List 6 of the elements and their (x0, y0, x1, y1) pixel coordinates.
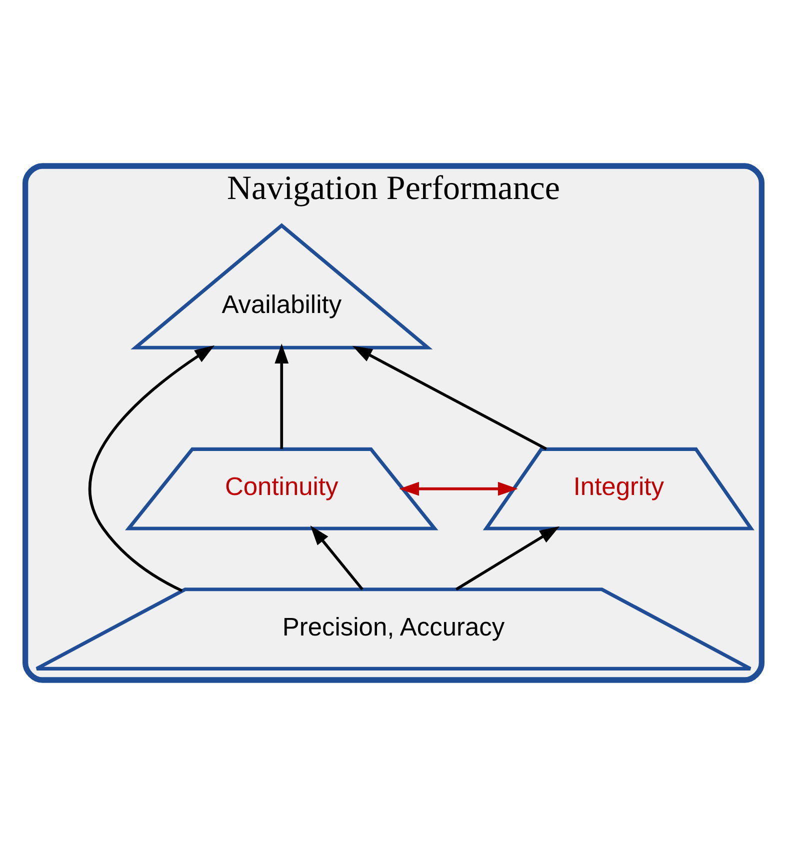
arrow (274, 344, 289, 449)
arrow (352, 346, 548, 450)
arrow (310, 525, 364, 590)
arrow (399, 482, 518, 496)
arrow (455, 526, 560, 591)
arrow (88, 345, 214, 592)
